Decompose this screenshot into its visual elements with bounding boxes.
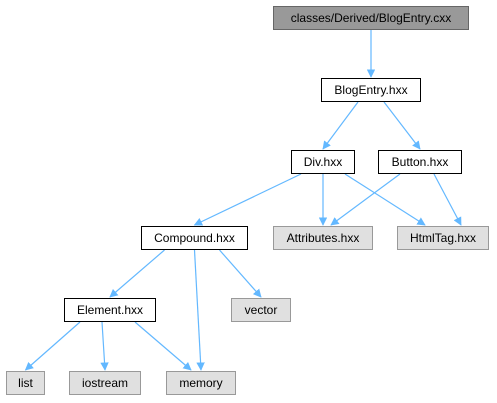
node-list: list bbox=[6, 371, 45, 395]
edge-button-hxx-to-attributes-hxx bbox=[330, 173, 401, 226]
edge-element-hxx-to-iostream bbox=[100, 321, 109, 371]
edge-compound-hxx-to-element-hxx bbox=[109, 249, 165, 298]
edge-div-hxx-to-compound-hxx bbox=[193, 173, 302, 226]
edge-blogentry-hxx-to-button-hxx bbox=[383, 101, 421, 150]
edge-div-hxx-to-htmltag-hxx bbox=[344, 173, 426, 226]
node-vector: vector bbox=[231, 298, 291, 322]
node-memory: memory bbox=[166, 371, 236, 395]
edge-compound-hxx-to-memory bbox=[193, 249, 205, 371]
node-div-hxx[interactable]: Div.hxx bbox=[291, 150, 355, 174]
edge-blogentry-hxx-to-div-hxx bbox=[322, 101, 359, 150]
edge-button-hxx-to-htmltag-hxx bbox=[433, 173, 462, 226]
node-button-hxx[interactable]: Button.hxx bbox=[378, 150, 462, 174]
edge-element-hxx-to-memory bbox=[134, 321, 192, 371]
node-blogentry-hxx[interactable]: BlogEntry.hxx bbox=[321, 78, 421, 102]
edge-element-hxx-to-list bbox=[24, 321, 81, 371]
node-element-hxx[interactable]: Element.hxx bbox=[64, 298, 156, 322]
node-attributes-hxx: Attributes.hxx bbox=[273, 226, 373, 250]
node-htmltag-hxx: HtmlTag.hxx bbox=[397, 226, 489, 250]
node-blogentry-cxx: classes/Derived/BlogEntry.cxx bbox=[273, 6, 469, 30]
node-compound-hxx[interactable]: Compound.hxx bbox=[141, 226, 248, 250]
edge-compound-hxx-to-vector bbox=[219, 249, 262, 298]
node-iostream: iostream bbox=[69, 371, 141, 395]
